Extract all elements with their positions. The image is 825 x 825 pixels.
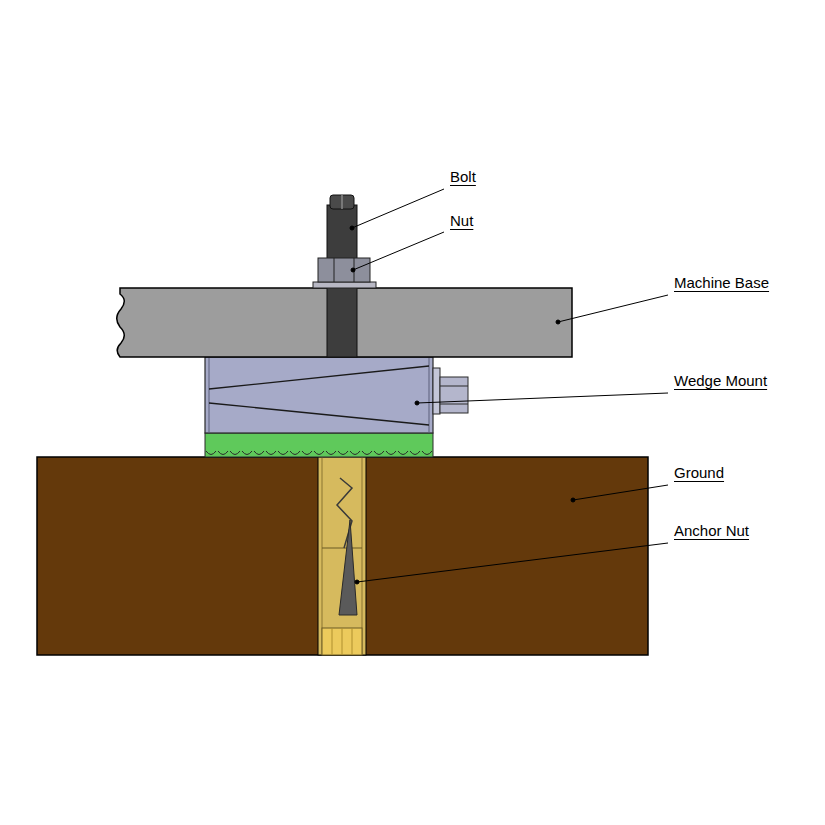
- leader-lines: [350, 189, 668, 584]
- nut: [313, 258, 376, 288]
- part-label: Machine Base: [674, 274, 769, 292]
- ground-block: [37, 457, 648, 655]
- rubber-pad: [205, 433, 433, 457]
- part-label: Bolt: [450, 168, 476, 186]
- wedge-mount: [205, 357, 468, 433]
- anchor-nut: [318, 457, 366, 655]
- part-label: Wedge Mount: [674, 372, 767, 390]
- part-label: Anchor Nut: [674, 522, 749, 540]
- part-label: Nut: [450, 212, 473, 230]
- part-label: Ground: [674, 464, 724, 482]
